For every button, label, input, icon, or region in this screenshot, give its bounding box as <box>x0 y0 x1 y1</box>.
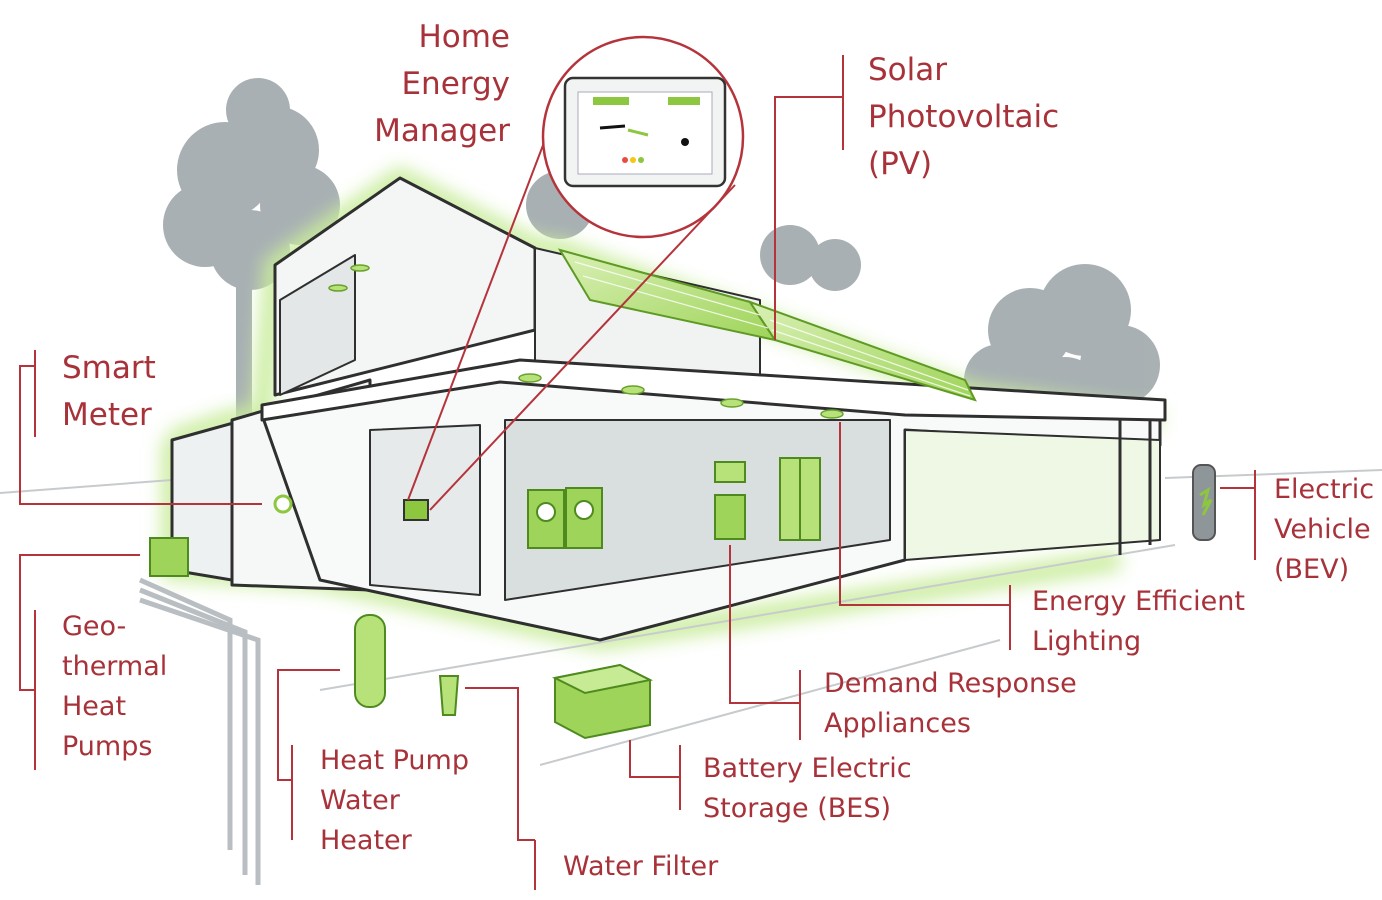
label-heat-pump-water-heater: Heat Pump Water Heater <box>320 741 469 861</box>
label-electric-vehicle: Electric Vehicle (BEV) <box>1274 470 1374 590</box>
label-line: Demand Response <box>824 668 1077 699</box>
label-energy-efficient-lighting: Energy Efficient Lighting <box>1032 582 1245 662</box>
label-demand-response: Demand Response Appliances <box>824 664 1077 744</box>
label-line: (BEV) <box>1274 554 1350 585</box>
label-line: Solar <box>868 52 947 88</box>
label-home-energy-manager: Home Energy Manager <box>374 14 510 155</box>
label-line: Smart <box>62 350 156 386</box>
label-solar-pv: Solar Photovoltaic (PV) <box>868 47 1059 188</box>
geothermal-pipes <box>138 577 261 885</box>
water-heater-tank <box>354 614 386 708</box>
label-line: Storage (BES) <box>703 793 892 824</box>
ceiling-lights <box>328 264 844 419</box>
label-line: thermal <box>62 651 168 682</box>
water-filter-device <box>438 675 460 716</box>
label-geothermal: Geo- thermal Heat Pumps <box>62 607 167 767</box>
label-line: Appliances <box>824 708 971 739</box>
label-smart-meter: Smart Meter <box>62 345 156 439</box>
label-line: Lighting <box>1032 626 1142 657</box>
label-line: Electric <box>1274 474 1375 505</box>
label-line: Manager <box>374 113 510 149</box>
hem-wall-panel <box>403 499 429 521</box>
label-line: Meter <box>62 397 152 433</box>
battery-box <box>551 663 654 740</box>
label-line: Vehicle <box>1274 514 1371 545</box>
label-line: Home <box>418 19 510 55</box>
appliances <box>527 457 821 549</box>
label-line: Energy Efficient <box>1032 586 1245 617</box>
label-line: Pumps <box>62 731 153 762</box>
ev-charger-post <box>1192 464 1216 541</box>
hem-zoom-callout <box>407 35 745 511</box>
label-line: Water <box>320 785 400 816</box>
label-line: Water Filter <box>563 851 719 882</box>
smart-meter-device <box>273 494 293 514</box>
label-line: Photovoltaic <box>868 99 1060 135</box>
heat-pump-unit <box>149 537 189 577</box>
label-line: Battery Electric <box>703 753 912 784</box>
label-line: Energy <box>401 66 510 102</box>
label-line: Heat Pump <box>320 745 469 776</box>
label-water-filter: Water Filter <box>563 847 718 887</box>
label-battery-storage: Battery Electric Storage (BES) <box>703 749 912 829</box>
leader-lines <box>19 55 1256 890</box>
label-line: Heat <box>62 691 127 722</box>
label-line: Geo- <box>62 611 127 642</box>
label-line: (PV) <box>868 146 933 182</box>
label-line: Heater <box>320 825 412 856</box>
